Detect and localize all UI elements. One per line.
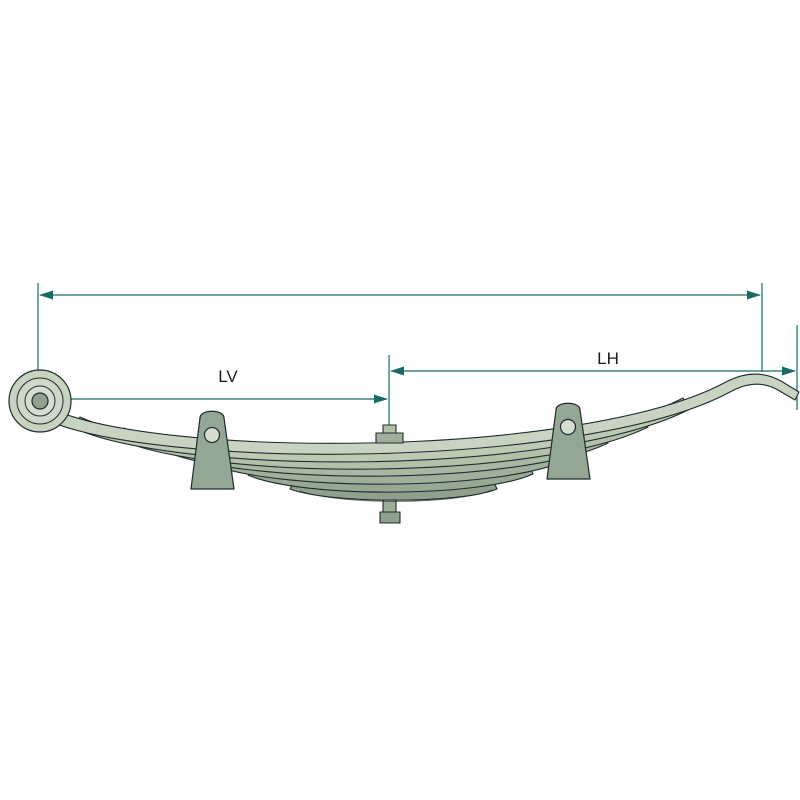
leaf-1-main — [41, 373, 800, 455]
leaf-spring-assembly — [8, 369, 800, 524]
dimension-label-lh: LH — [597, 349, 619, 368]
spring-eye-bore — [31, 392, 49, 410]
right-bracket-hole — [559, 418, 577, 436]
center-bolt-bottom — [379, 499, 401, 524]
leaf-seams — [299, 489, 493, 502]
right-bracket — [546, 402, 591, 480]
left-bracket-hole — [203, 426, 221, 444]
right-bracket-body — [546, 402, 591, 480]
dimension-label-lv: LV — [218, 367, 238, 386]
center-bolt-top — [375, 424, 404, 444]
left-bracket-body — [190, 410, 235, 490]
dimension-lines — [37, 283, 798, 432]
spring-eye — [8, 369, 72, 433]
left-bracket — [190, 410, 235, 490]
